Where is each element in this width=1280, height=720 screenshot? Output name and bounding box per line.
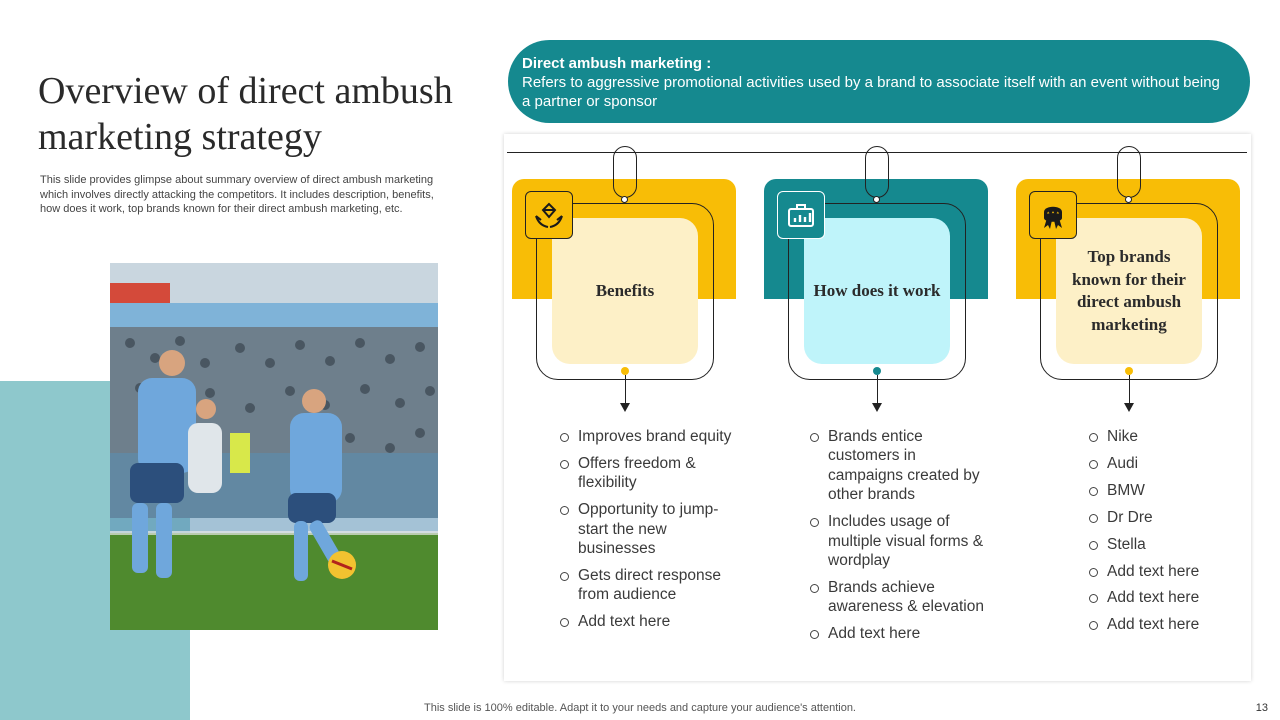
list-item: Add text here — [1089, 615, 1239, 634]
list-item: Includes usage of multiple visual forms … — [810, 512, 990, 570]
connector-dot — [1125, 367, 1133, 375]
down-arrow-icon — [872, 403, 882, 412]
list-item: Stella — [1089, 535, 1239, 554]
hanger-hook — [873, 196, 880, 203]
list-item: Dr Dre — [1089, 508, 1239, 527]
connector-dot — [873, 367, 881, 375]
definition-text: Refers to aggressive promotional activit… — [522, 74, 1220, 110]
column-benefits: Benefits Improves brand equity Offers fr… — [512, 146, 740, 686]
list-item: Audi — [1089, 454, 1239, 473]
column-how-it-works: How does it work Brands entice customers… — [764, 146, 992, 686]
briefcase-chart-icon — [777, 191, 825, 239]
card-label: Top brands known for their direct ambush… — [1072, 247, 1186, 334]
hanger-ring — [1117, 146, 1141, 198]
connector-stem — [1128, 375, 1130, 405]
connector-dot — [621, 367, 629, 375]
card-top-brands: Top brands known for their direct ambush… — [1056, 218, 1202, 364]
soccer-photo — [110, 263, 438, 630]
hanger-ring — [613, 146, 637, 198]
page-number: 13 — [1255, 702, 1268, 714]
card-label: Benefits — [595, 280, 655, 300]
definition-banner: Direct ambush marketing : Refers to aggr… — [508, 40, 1250, 123]
list-item: Gets direct response from audience — [560, 566, 740, 605]
list-item: Opportunity to jump-start the new busine… — [560, 500, 740, 558]
list-item: Brands entice customers in campaigns cre… — [810, 427, 990, 505]
column-top-brands: Top brands known for their direct ambush… — [1016, 146, 1244, 686]
down-arrow-icon — [1124, 403, 1134, 412]
slide-title: Overview of direct ambush marketing stra… — [38, 70, 453, 158]
star-badge-icon — [1029, 191, 1077, 239]
how-it-works-list: Brands entice customers in campaigns cre… — [810, 427, 990, 651]
hanger-ring — [865, 146, 889, 198]
list-item: Add text here — [1089, 562, 1239, 581]
connector-stem — [876, 375, 878, 405]
hanger-hook — [621, 196, 628, 203]
card-how-it-works: How does it work — [804, 218, 950, 364]
down-arrow-icon — [620, 403, 630, 412]
list-item: Offers freedom & flexibility — [560, 454, 740, 493]
list-item: Brands achieve awareness & elevation — [810, 578, 990, 617]
definition-title: Direct ambush marketing : — [522, 55, 712, 72]
card-label: How does it work — [813, 280, 941, 300]
list-item: Add text here — [810, 624, 990, 643]
slide-description: This slide provides glimpse about summar… — [40, 174, 434, 215]
list-item: Add text here — [1089, 588, 1239, 607]
connector-stem — [624, 375, 626, 405]
hands-diamond-icon — [525, 191, 573, 239]
list-item: Nike — [1089, 427, 1239, 446]
list-item: Improves brand equity — [560, 427, 740, 446]
top-brands-list: Nike Audi BMW Dr Dre Stella Add text her… — [1089, 427, 1239, 642]
list-item: BMW — [1089, 481, 1239, 500]
footer-note: This slide is 100% editable. Adapt it to… — [424, 702, 856, 714]
hanger-hook — [1125, 196, 1132, 203]
card-benefits: Benefits — [552, 218, 698, 364]
benefits-list: Improves brand equity Offers freedom & f… — [560, 427, 740, 639]
list-item: Add text here — [560, 612, 740, 631]
